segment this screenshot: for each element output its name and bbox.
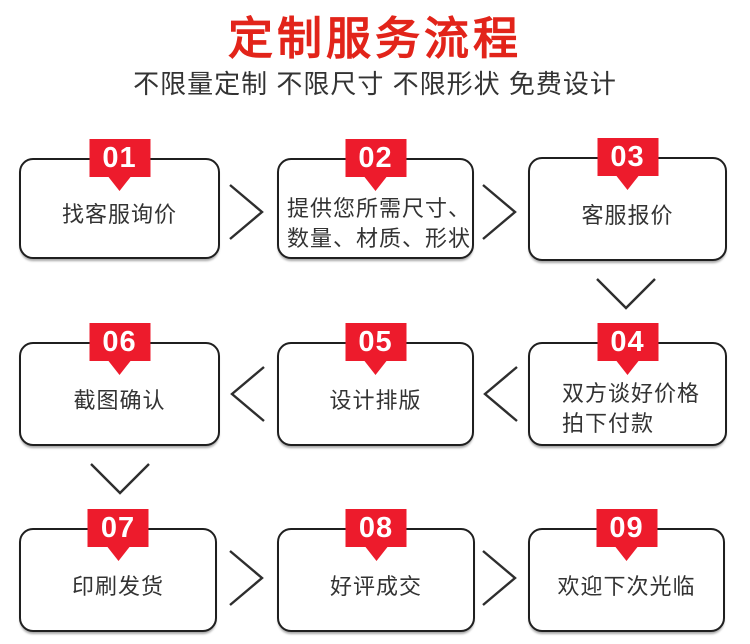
badge-pointer-icon [365, 547, 387, 561]
badge-pointer-icon [364, 177, 387, 191]
step-number: 05 [358, 325, 393, 358]
step-number: 04 [610, 325, 645, 358]
step-number-badge: 02 [345, 139, 406, 191]
step-number-badge: 08 [345, 509, 407, 561]
step-number-badge: 05 [345, 323, 406, 375]
arrow-right-icon [226, 548, 266, 608]
step-box-07: 07 印刷发货 [19, 509, 217, 632]
step-box-04: 04 双方谈好价格 拍下付款 [528, 323, 727, 446]
step-box-09: 09 欢迎下次光临 [528, 509, 725, 632]
badge-pointer-icon [616, 176, 639, 190]
badge-pointer-icon [364, 361, 387, 375]
step-number: 02 [358, 141, 393, 174]
badge-pointer-icon [108, 177, 131, 191]
page-subtitle: 不限量定制 不限尺寸 不限形状 免费设计 [133, 69, 617, 99]
step-box-05: 05 设计排版 [277, 323, 474, 446]
step-label: 客服报价 [581, 202, 674, 228]
arrow-right-icon [226, 182, 266, 242]
step-label: 截图确认 [73, 387, 166, 413]
step-number: 03 [610, 140, 645, 173]
step-number: 09 [609, 511, 644, 544]
step-number-badge: 04 [597, 323, 658, 375]
arrow-down-icon [594, 276, 658, 312]
step-number: 06 [102, 325, 137, 358]
badge-pointer-icon [107, 547, 129, 561]
step-box-03: 03 客服报价 [528, 138, 727, 261]
step-number-badge: 01 [89, 139, 150, 191]
step-label: 欢迎下次光临 [557, 573, 696, 599]
arrow-down-icon [88, 461, 152, 497]
step-label: 好评成交 [329, 573, 422, 599]
step-number: 08 [358, 511, 394, 544]
step-number-badge: 03 [597, 138, 658, 190]
step-number: 07 [100, 511, 136, 544]
step-label: 印刷发货 [71, 573, 164, 599]
page-title: 定制服务流程 [227, 13, 522, 64]
step-label-line2: 数量、材质、形状 [287, 225, 472, 251]
step-label-line2: 拍下付款 [562, 411, 655, 436]
badge-pointer-icon [616, 361, 639, 375]
step-label-line1: 提供您所需尺寸、 [287, 195, 472, 221]
step-box-06: 06 截图确认 [19, 323, 220, 446]
badge-pointer-icon [108, 361, 131, 375]
step-number-badge: 07 [87, 509, 149, 561]
arrow-right-icon [479, 182, 519, 242]
step-number: 01 [102, 141, 137, 174]
badge-pointer-icon [615, 547, 638, 561]
step-number-badge: 09 [596, 509, 657, 561]
step-box-02: 02 提供您所需尺寸、 数量、材质、形状 [277, 139, 474, 259]
step-number-badge: 06 [89, 323, 150, 375]
step-box-08: 08 好评成交 [277, 509, 475, 632]
arrow-left-icon [228, 364, 268, 424]
step-label-line1: 双方谈好价格 [562, 381, 701, 406]
arrow-right-icon [479, 548, 519, 608]
step-label: 设计排版 [329, 387, 422, 413]
step-box-01: 01 找客服询价 [19, 139, 220, 259]
arrow-left-icon [481, 364, 521, 424]
step-label: 找客服询价 [61, 202, 177, 227]
